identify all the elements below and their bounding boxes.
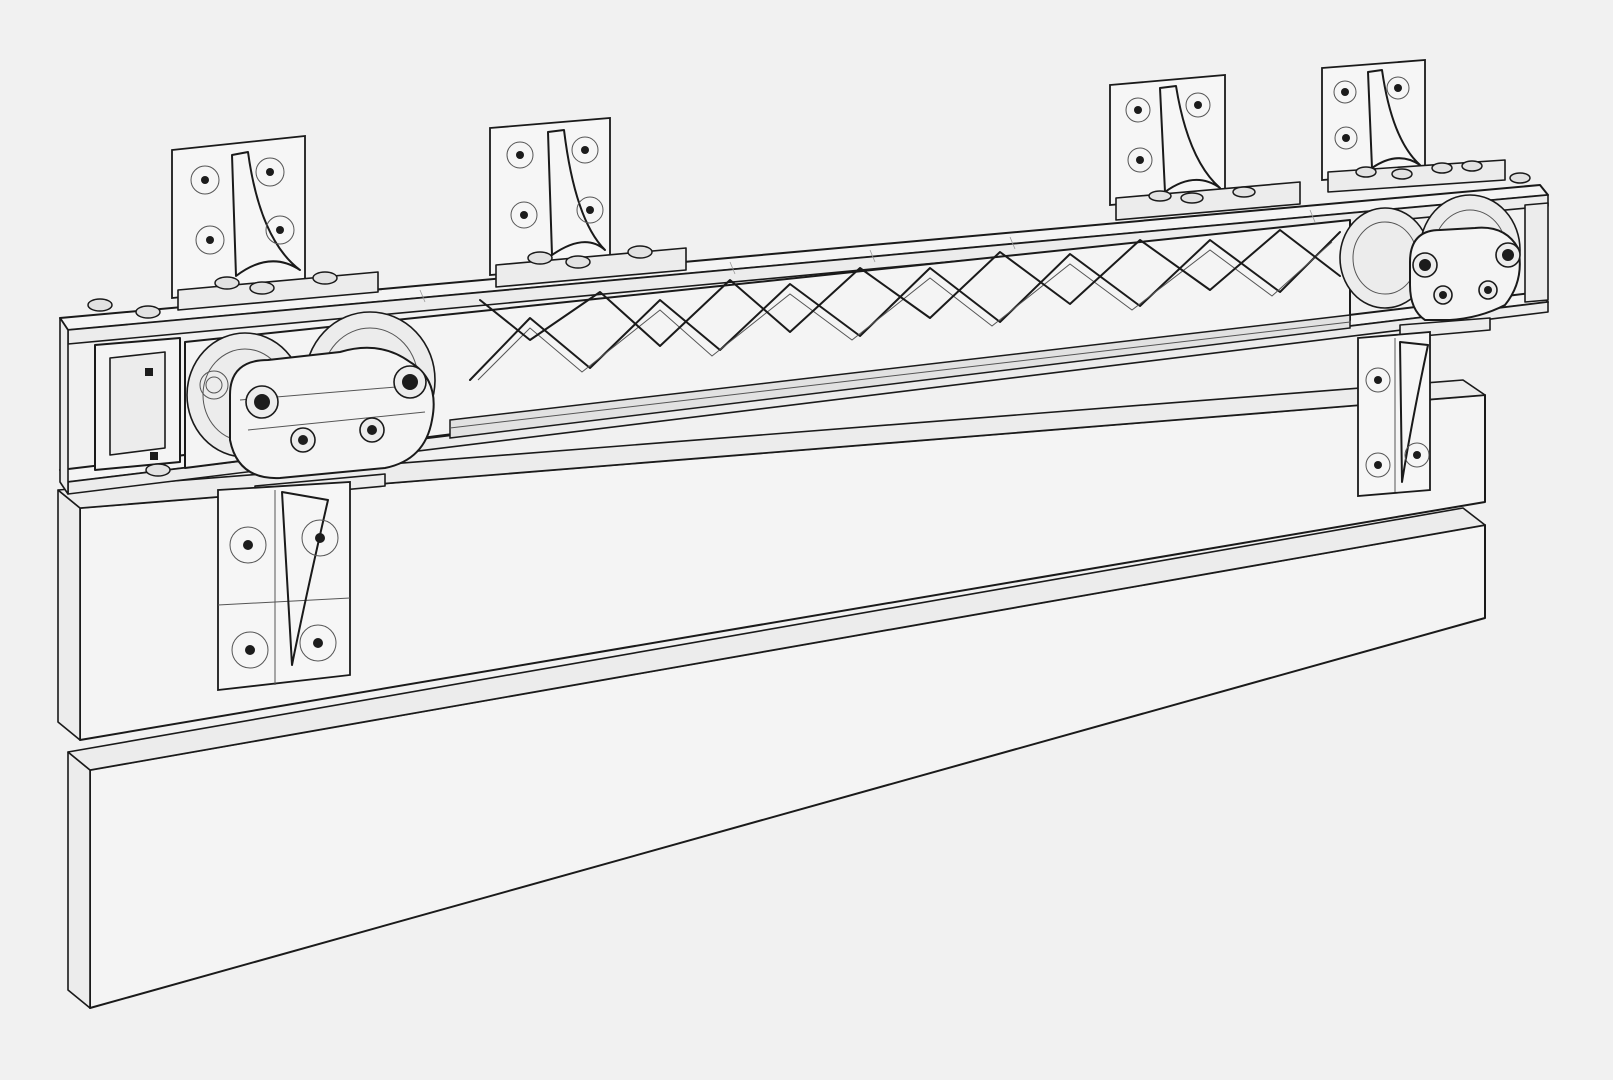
hanger-plate-right bbox=[1357, 317, 1491, 497]
end-stop-left bbox=[87, 298, 181, 477]
roller-carriage-right bbox=[1339, 194, 1521, 321]
mount-bracket-1 bbox=[171, 135, 379, 311]
mount-bracket-4 bbox=[1321, 59, 1506, 193]
door-panel-upper bbox=[57, 379, 1486, 741]
hanger-plate-left bbox=[217, 473, 386, 692]
roller-carriage-left bbox=[186, 311, 436, 480]
door-panel-lower bbox=[67, 507, 1486, 1009]
mount-bracket-2 bbox=[489, 117, 687, 288]
end-stop-right bbox=[1509, 172, 1549, 303]
truss-web bbox=[469, 229, 1341, 381]
track-rail bbox=[59, 184, 1549, 495]
mount-bracket-3 bbox=[1109, 74, 1301, 221]
